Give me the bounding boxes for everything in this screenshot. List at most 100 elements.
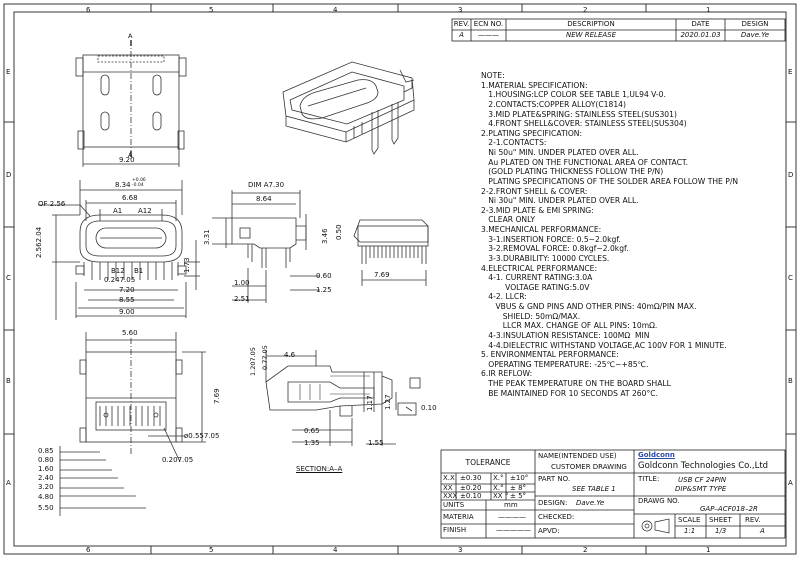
dim-2-56-vertical: 2.562.04 xyxy=(35,226,43,258)
note-line: 5. ENVIRONMENTAL PERFORMANCE: xyxy=(481,350,619,360)
company-name: Goldconn Technologies Co.,Ltd xyxy=(638,461,769,471)
dim-1-73: 1.73 xyxy=(183,257,191,273)
rev-row-design: Dave.Ye xyxy=(740,31,770,39)
note-line: Ni 30u" MIN. UNDER PLATED OVER ALL. xyxy=(481,196,639,206)
zone-right-c: C xyxy=(788,274,793,282)
note-line: VOLTAGE RATING:5.0V xyxy=(481,282,590,292)
dim-3-31: 3.31 xyxy=(203,229,211,245)
note-line: PLATING SPECIFICATIONS OF THE SOLDER ARE… xyxy=(481,176,739,186)
tol-row-2-format: XX xyxy=(443,484,453,492)
dim-7-69-rear: 7.69 xyxy=(374,271,390,279)
material-value: ———— xyxy=(498,513,526,521)
dim-0-24: 0.247.05 xyxy=(104,276,136,284)
rev-header-design: DESIGN xyxy=(741,20,769,28)
note-line: 6.IR REFLOW: xyxy=(481,369,533,379)
note-line: Ni 50u" MIN. UNDER PLATED OVER ALL. xyxy=(481,148,639,157)
rear-view xyxy=(353,219,429,286)
zone-top-1: 1 xyxy=(706,6,711,14)
note-line: 1.HOUSING:LCP COLOR SEE TABLE 1,UL94 V-0… xyxy=(481,90,666,100)
design-label: DESIGN: xyxy=(538,499,568,507)
dim-1-55: 1.55 xyxy=(368,439,384,447)
approved-label: APVD: xyxy=(538,527,560,535)
dim-0-77: 0.77.05 xyxy=(261,345,269,370)
zone-top-6: 6 xyxy=(86,6,91,14)
dim-a-7-30: DIM A7.30 xyxy=(248,181,285,189)
note-line: 2-3.MID PLATE & EMI SPRING: xyxy=(481,205,594,215)
part-no-label: PART NO. xyxy=(538,475,571,483)
dim-0-60: 0.60 xyxy=(316,272,332,280)
bottom-view xyxy=(59,332,206,516)
dim-3-46: 3.46 xyxy=(321,228,329,244)
zone-top-4: 4 xyxy=(333,6,338,14)
zone-left-c: C xyxy=(6,274,11,282)
tol-row-1-format: X.X xyxy=(443,474,455,482)
rev-value: A xyxy=(760,527,765,535)
tolerance-heading: TOLERANCE xyxy=(465,458,511,467)
dim-1-17: 1.17 xyxy=(366,395,374,411)
tol-row-2-value: ±0.20 xyxy=(460,484,482,492)
rev-row-rev: A xyxy=(459,31,464,39)
rev-header-ecn: ECN NO. xyxy=(473,20,504,28)
rev-header-rev: REV. xyxy=(453,20,470,28)
note-line: 3-3.DURABILITY: 10000 CYCLES. xyxy=(481,253,610,263)
zone-top-3: 3 xyxy=(458,6,463,14)
rev-header-description: DESCRIPTION xyxy=(567,20,615,28)
note-line: 4-1. CURRENT RATING:3.0A xyxy=(481,273,593,283)
material-label: MATERIA xyxy=(443,513,474,521)
zone-right-a: A xyxy=(788,479,793,487)
note-line: 2-2.FRONT SHELL & COVER: xyxy=(481,186,588,196)
dim-2-51: 2.51 xyxy=(234,295,250,303)
dim-7-20: 7.20 xyxy=(119,286,135,294)
side-view xyxy=(212,190,320,303)
title-line-2: DIP&SMT TYPE xyxy=(675,485,727,493)
sheet-label: SHEET xyxy=(709,516,732,524)
note-line: BE MAINTAINED FOR 10 SECONDS AT 260°C. xyxy=(481,388,658,398)
frame xyxy=(3,3,797,555)
dim-8-34-tolerance: +0.06 -0.04 xyxy=(132,178,146,188)
note-line: SHIELD: 50mΩ/MAX. xyxy=(481,311,581,321)
dim-8-34: 8.34 xyxy=(115,181,131,189)
note-line: 3-2.REMOVAL FORCE: 0.8kgf~2.0kgf. xyxy=(481,244,629,254)
dim-9-00: 9.00 xyxy=(119,308,135,316)
note-line: 4-4.DIELECTRIC WITHSTAND VOLTAGE,AC 100V… xyxy=(481,340,727,350)
zone-bottom-3: 3 xyxy=(458,546,463,554)
zone-bottom-4: 4 xyxy=(333,546,338,554)
section-view xyxy=(265,350,421,446)
rev-row-ecn: ——— xyxy=(478,31,499,39)
zone-bottom-5: 5 xyxy=(209,546,214,554)
zone-top-2: 2 xyxy=(583,6,588,14)
revision-table-grid xyxy=(451,18,786,42)
section-label: SECTION:A–A xyxy=(296,465,343,473)
name-value: CUSTOMER DRAWING xyxy=(551,463,627,471)
zone-left-d: D xyxy=(6,171,12,179)
units-value: mm xyxy=(504,501,518,509)
zone-left-a: A xyxy=(6,479,11,487)
scale-label: SCALE xyxy=(678,516,701,524)
sheet-value: 1/3 xyxy=(715,527,727,535)
dim-0-50: 0.50 xyxy=(335,224,343,240)
dim-9-20: 9.20 xyxy=(119,156,135,164)
note-line: THE PEAK TEMPERATURE ON THE BOARD SHALL xyxy=(481,379,671,388)
projection-symbol xyxy=(641,518,670,534)
tol-row-3-angle: XX ° xyxy=(493,492,509,500)
dim-5-60: 5.60 xyxy=(122,329,138,337)
zone-right-d: D xyxy=(788,171,794,179)
note-line: OPERATING TEMPERATURE: -25℃~+85℃. xyxy=(481,359,649,369)
dim-4-80: 4.80 xyxy=(38,493,54,501)
dim-4-6: 4.6 xyxy=(284,351,296,359)
note-line: VBUS & GND PINS AND OTHER PINS: 40mΩ/PIN… xyxy=(481,302,697,311)
dim-of-2-56: OF 2.56 xyxy=(38,200,66,208)
isometric-view xyxy=(282,61,415,155)
zone-right-e: E xyxy=(788,68,793,76)
section-mark-bottom: A xyxy=(128,151,133,159)
dim-3-20: 3.20 xyxy=(38,483,54,491)
zone-bottom-6: 6 xyxy=(86,546,91,554)
zone-left-b: B xyxy=(6,377,11,385)
dim-0-80: 0.80 xyxy=(38,456,54,464)
note-line: 2.PLATING SPECIFICATION: xyxy=(481,128,583,138)
drawing-number-label: DRAWG NO. xyxy=(638,497,680,505)
note-line: NOTE: xyxy=(481,71,505,80)
dim-8-55: 8.55 xyxy=(119,296,135,304)
zone-bottom-1: 1 xyxy=(706,546,711,554)
